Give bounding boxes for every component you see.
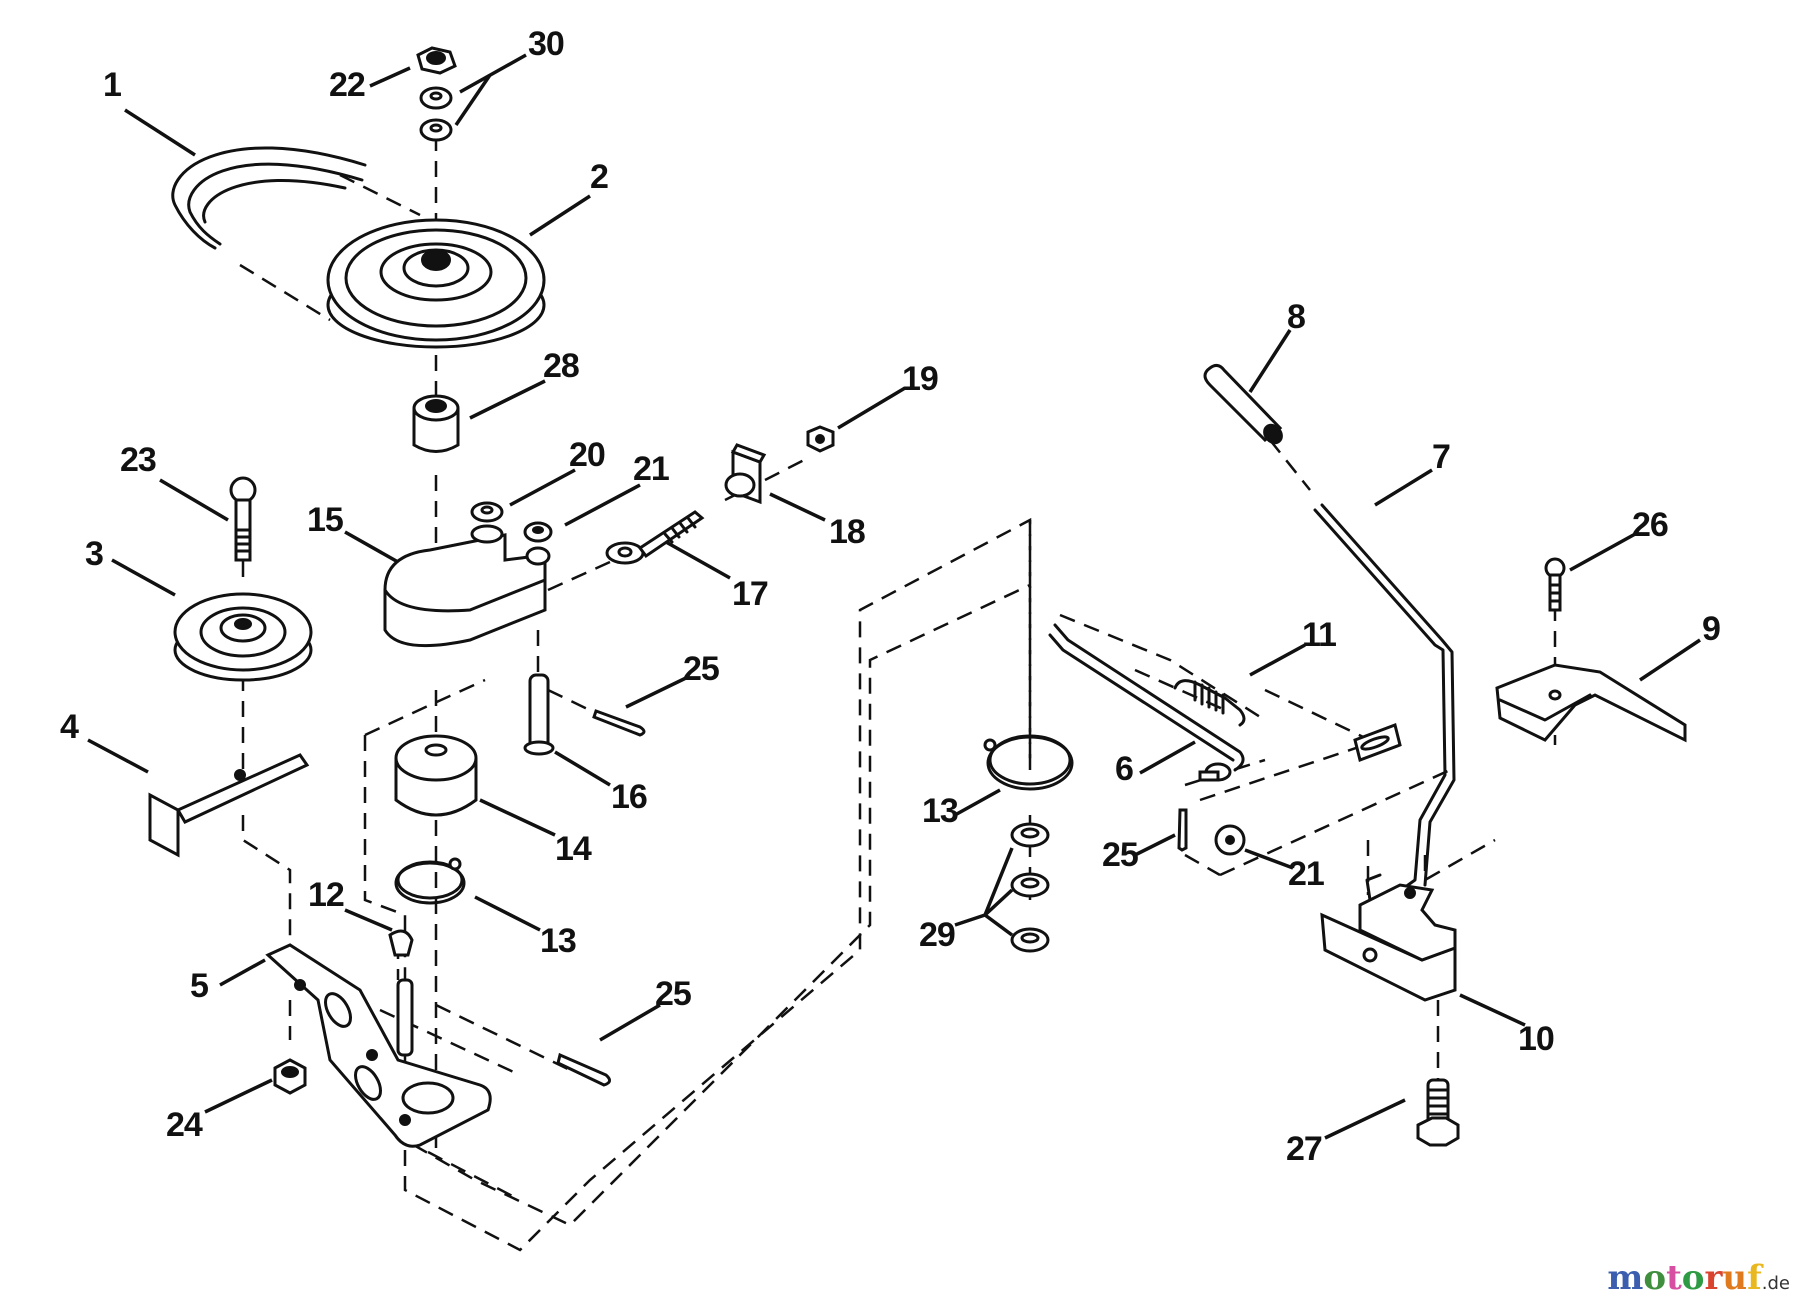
hex-nut-22 bbox=[416, 46, 457, 75]
watermark-letter: r bbox=[1704, 1258, 1723, 1298]
watermark-letter: f bbox=[1747, 1258, 1762, 1298]
callout-13-right: 13 bbox=[922, 792, 958, 830]
callout-28: 28 bbox=[543, 347, 579, 385]
watermark-letter: m bbox=[1607, 1258, 1644, 1298]
spacer bbox=[394, 734, 478, 817]
callout-labels: 1 2 3 4 5 6 7 8 9 10 11 12 13 13 14 15 1… bbox=[60, 25, 1721, 1168]
callout-14: 14 bbox=[555, 830, 592, 868]
nut-12 bbox=[388, 929, 414, 957]
callout-5: 5 bbox=[190, 967, 208, 1005]
callout-18: 18 bbox=[829, 513, 865, 551]
v-belt bbox=[171, 146, 367, 250]
spring bbox=[1173, 679, 1246, 727]
callout-23: 23 bbox=[120, 441, 156, 479]
hex-nut-19 bbox=[806, 425, 835, 453]
lock-nut-24 bbox=[273, 1058, 307, 1095]
callout-9: 9 bbox=[1702, 610, 1720, 648]
callout-8: 8 bbox=[1287, 298, 1305, 336]
callout-19: 19 bbox=[902, 360, 938, 398]
callout-26: 26 bbox=[1632, 506, 1668, 544]
callout-12: 12 bbox=[308, 876, 344, 914]
callout-4: 4 bbox=[60, 708, 79, 746]
lever-link bbox=[1353, 723, 1402, 762]
retaining-ring-right bbox=[983, 734, 1074, 791]
callout-27: 27 bbox=[1286, 1130, 1322, 1168]
handle-grip bbox=[1203, 363, 1283, 445]
bushing bbox=[412, 394, 460, 453]
cotter-pin-right bbox=[1177, 808, 1188, 852]
callout-25-right: 25 bbox=[1102, 836, 1138, 874]
eye-bolt bbox=[605, 510, 705, 565]
watermark-letter: o bbox=[1681, 1258, 1705, 1298]
callout-2: 2 bbox=[590, 158, 608, 196]
leader-lines bbox=[87, 53, 1701, 1140]
callout-21-right: 21 bbox=[1288, 855, 1324, 893]
clevis-pin bbox=[523, 673, 555, 756]
hex-bolt-23 bbox=[229, 476, 257, 562]
callout-3: 3 bbox=[85, 535, 103, 573]
hex-bolt-27 bbox=[1416, 1078, 1460, 1147]
callout-13-left: 13 bbox=[540, 922, 576, 960]
callout-22: 22 bbox=[329, 66, 365, 104]
idler-bracket bbox=[265, 943, 492, 1148]
washer-20 bbox=[470, 501, 504, 523]
washer-21 bbox=[523, 521, 553, 543]
callout-10: 10 bbox=[1518, 1020, 1554, 1058]
callout-1: 1 bbox=[103, 66, 121, 104]
lever-guide bbox=[1495, 663, 1687, 743]
washers-29 bbox=[1010, 822, 1050, 953]
callout-21: 21 bbox=[633, 450, 669, 488]
belt-guide bbox=[148, 753, 310, 858]
lever-bracket bbox=[1320, 883, 1457, 1002]
washers-30 bbox=[419, 86, 453, 142]
callout-15: 15 bbox=[307, 501, 343, 539]
watermark-letter: t bbox=[1666, 1258, 1682, 1298]
pulley-large bbox=[326, 218, 546, 349]
callout-17: 17 bbox=[732, 575, 768, 613]
callout-20: 20 bbox=[569, 436, 605, 474]
screw-26 bbox=[1544, 557, 1566, 612]
callout-16: 16 bbox=[611, 778, 647, 816]
cotter-pin-lower bbox=[556, 1052, 611, 1087]
callout-6: 6 bbox=[1115, 750, 1133, 788]
idler-pulley bbox=[173, 592, 313, 682]
callout-24: 24 bbox=[166, 1106, 203, 1144]
idler-arm bbox=[383, 524, 551, 648]
bracket-clip bbox=[724, 443, 767, 505]
clutch-lever bbox=[1313, 503, 1456, 902]
cotter-pin-upper bbox=[592, 709, 646, 737]
retaining-ring-left bbox=[394, 857, 466, 905]
callout-25-upper: 25 bbox=[683, 650, 719, 688]
watermark-logo: motoruf.de bbox=[1607, 1258, 1790, 1298]
callout-30: 30 bbox=[528, 25, 564, 63]
callout-11: 11 bbox=[1302, 616, 1336, 654]
watermark-letter: u bbox=[1722, 1258, 1748, 1298]
watermark-letter: o bbox=[1643, 1258, 1667, 1298]
callout-7: 7 bbox=[1432, 438, 1450, 476]
callout-25-lower: 25 bbox=[655, 975, 691, 1013]
callout-29: 29 bbox=[919, 916, 955, 954]
watermark-tld: .de bbox=[1761, 1273, 1790, 1294]
clutch-rod bbox=[1048, 623, 1245, 782]
washer-21-right bbox=[1214, 824, 1246, 856]
